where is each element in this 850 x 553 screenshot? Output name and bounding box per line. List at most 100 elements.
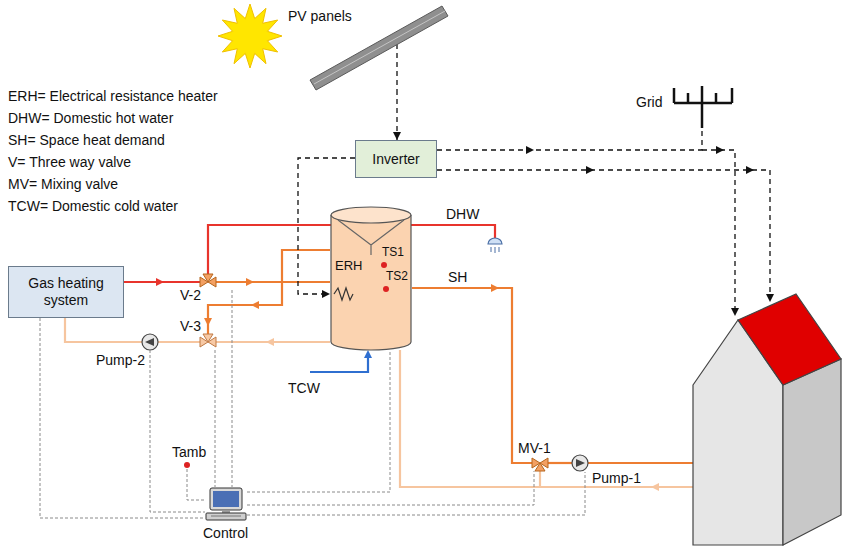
tank-top	[331, 207, 411, 223]
return-pipe	[539, 471, 541, 487]
part-label: Pump-2	[96, 352, 145, 368]
space-heat-pipe	[412, 288, 532, 463]
pump-symbol	[576, 459, 585, 467]
house-side	[783, 359, 841, 545]
computer-slot	[211, 516, 241, 517]
power-lines	[397, 44, 770, 314]
control-computer-outline	[205, 487, 247, 521]
power-line	[702, 150, 735, 314]
part-label: V-2	[180, 287, 201, 303]
pump-symbol	[145, 338, 154, 346]
power-arrows	[526, 146, 774, 316]
part-label: SH	[448, 269, 467, 285]
grid-arm	[731, 88, 734, 103]
node-text: PV panels	[288, 8, 352, 25]
three-way-valve	[200, 334, 216, 347]
grid-arm	[687, 93, 690, 103]
control-computer: Control	[205, 487, 247, 521]
return-pipe	[400, 350, 693, 487]
space-heat-pipe	[548, 462, 572, 464]
house-roof	[738, 294, 841, 385]
arrow-head	[766, 294, 774, 302]
legend-note: DHW= Domestic hot water	[8, 110, 173, 126]
sun-rays	[218, 4, 282, 68]
legend-note: TCW= Domestic cold water	[8, 198, 178, 214]
node-text: TS2	[386, 269, 408, 284]
valve-part	[203, 274, 213, 282]
legend-note: MV= Mixing valve	[8, 176, 118, 192]
arrow-head	[393, 132, 401, 140]
gas-heater-box: Gas heating system	[8, 266, 124, 318]
part-label: V-3	[180, 318, 201, 334]
legend-note: SH= Space heat demand	[8, 132, 165, 148]
flow-arrow	[364, 350, 372, 358]
control-wires	[40, 290, 585, 518]
monitor	[210, 488, 242, 510]
arrow-head	[746, 166, 754, 174]
legend-note: V= Three way valve	[8, 154, 131, 170]
flow-arrow	[651, 483, 659, 491]
three-way-valve	[200, 274, 216, 287]
part-label: DHW	[446, 206, 479, 222]
grid-symbol-outline	[672, 86, 734, 128]
valve-part	[535, 463, 545, 471]
control-wire	[215, 350, 216, 487]
control-wire	[247, 352, 390, 492]
grid-arm	[673, 88, 676, 103]
node-text: Grid	[636, 94, 662, 111]
flow-arrow	[204, 318, 212, 326]
control-wire	[247, 471, 534, 505]
control-wire	[40, 318, 205, 518]
supply-pipe	[208, 250, 330, 335]
grid-symbol: Grid	[672, 86, 734, 128]
control-wire	[232, 290, 233, 487]
control-wire	[150, 350, 205, 512]
return-pipe	[158, 341, 200, 343]
inverter-box: Inverter	[355, 140, 437, 178]
tank-body	[331, 215, 411, 350]
control-wire	[187, 469, 205, 500]
mixing-valve	[532, 458, 548, 471]
heater-coil	[334, 288, 353, 300]
node-text: TS1	[382, 245, 404, 260]
control-wire	[247, 472, 585, 515]
part-label: TCW	[288, 380, 320, 396]
cold-water-pipe	[310, 358, 368, 372]
node-text: Control	[203, 525, 248, 542]
grid-symbol-lines	[674, 86, 732, 128]
pump-symbol	[142, 334, 158, 350]
part-label: Pump-1	[592, 470, 641, 486]
tap-symbol	[488, 238, 502, 244]
pv-panel: PV panels	[310, 4, 450, 90]
arrow-head	[716, 146, 724, 154]
node-text: Gas heating system	[15, 275, 117, 309]
sensor-dot	[184, 462, 190, 468]
return-pipe	[65, 318, 142, 342]
sensor-dot	[381, 262, 387, 268]
flow-arrow	[251, 301, 259, 309]
legend-note: ERH= Electrical resistance heater	[8, 88, 218, 104]
flow-arrow	[491, 284, 499, 292]
tap-symbol	[491, 247, 499, 253]
grid-arm	[715, 93, 718, 103]
pump-symbol	[572, 455, 588, 471]
power-line	[437, 128, 702, 150]
valve-part	[203, 334, 213, 342]
power-line	[437, 170, 770, 300]
power-line	[396, 44, 397, 90]
part-label: MV-1	[518, 440, 551, 456]
power-connector	[393, 90, 401, 140]
flow-arrow	[156, 278, 164, 286]
node-text: Inverter	[372, 151, 419, 168]
screen	[213, 491, 239, 507]
arrow-head	[731, 308, 739, 316]
grid-stem	[701, 86, 704, 128]
space-heat-pipe	[588, 462, 693, 464]
flow-arrow	[266, 338, 274, 346]
arrow-head	[586, 166, 594, 174]
grid-bar	[674, 102, 732, 105]
supply-pipe	[216, 281, 330, 283]
